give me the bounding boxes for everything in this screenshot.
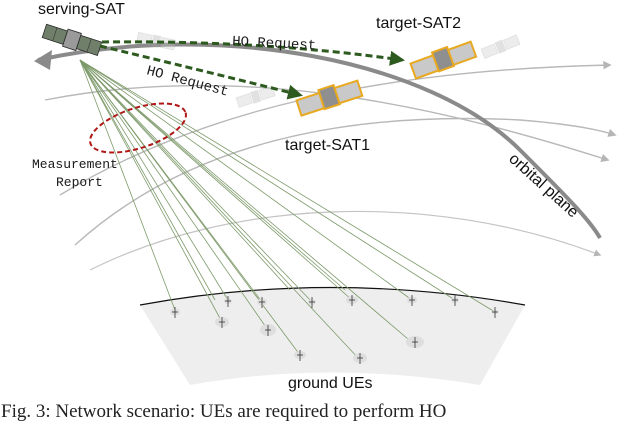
- ue-antenna-icon: [308, 297, 316, 308]
- orbital-plane-arc: [37, 42, 602, 239]
- ho-request-arrow-to-sat2: [101, 40, 405, 66]
- measurement-report-label-line1: Measurement: [32, 157, 118, 172]
- figure-caption-text: Fig. 3: Network scenario: UEs are requir…: [1, 401, 447, 422]
- figure-caption: Fig. 3: Network scenario: UEs are requir…: [0, 398, 640, 426]
- satellite-icon: [235, 85, 276, 108]
- serving-sat-label: serving-SAT: [38, 1, 125, 18]
- ue-antenna-icon: [170, 307, 180, 318]
- ue-antenna-icon: [406, 336, 424, 348]
- ue-antenna-icon: [492, 307, 498, 318]
- target-sat2-icon: [409, 40, 478, 80]
- ue-antenna-icon: [260, 324, 276, 336]
- measurement-report-label-line2: Report: [56, 175, 103, 190]
- orbit-arc-bottom: [89, 210, 602, 271]
- ue-antenna-icon: [346, 295, 358, 306]
- orbit-arcs: [34, 42, 617, 271]
- ue-antenna-icon: [294, 350, 306, 361]
- ue-beams: [79, 59, 496, 361]
- orbital-plane-arrowhead: [34, 50, 52, 70]
- satellite-icon: [480, 34, 521, 59]
- target-sat1-label: target-SAT1: [285, 137, 370, 154]
- ue-antenna-icon: [215, 317, 229, 328]
- ue-antenna-icon: [224, 296, 232, 307]
- ue-antenna-icon: [353, 353, 367, 364]
- orbital-plane-label: orbital plane: [505, 150, 581, 221]
- ground-horizon: [139, 286, 526, 306]
- measurement-report-ellipse: [89, 102, 187, 154]
- target-sat1-icon: [295, 79, 364, 117]
- target-sat2-label: target-SAT2: [376, 15, 461, 32]
- serving-satellite-icon: [41, 23, 103, 56]
- ue-antenna-icon: [451, 295, 459, 306]
- ground-surface: [140, 287, 525, 385]
- ground-ues-label: ground UEs: [288, 375, 373, 392]
- ho-request-label-lower: HO Request: [145, 63, 230, 100]
- ho-request-label-upper: HO Request: [232, 34, 317, 54]
- ho-request-arrows: [99, 40, 405, 100]
- ground-ue-group: [170, 295, 498, 364]
- ho-request-arrow-to-sat1: [99, 44, 303, 100]
- ue-antenna-icon: [407, 295, 417, 306]
- ue-antenna-icon: [257, 297, 267, 308]
- ground-area: [139, 286, 526, 385]
